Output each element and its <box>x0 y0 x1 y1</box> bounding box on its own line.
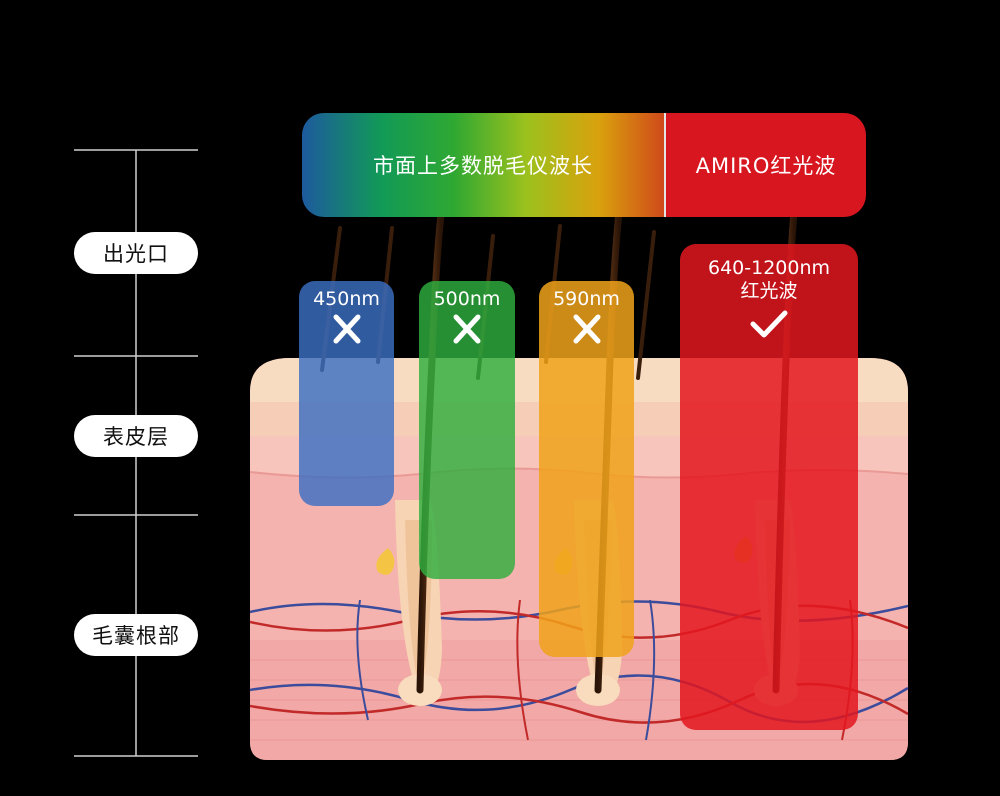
band-590nm: 590nm <box>539 281 634 657</box>
band-amiro-red-light: 640-1200nm 红光波 <box>680 244 858 730</box>
band-amiro-sublabel: 红光波 <box>740 279 798 302</box>
market-wavelength-label: 市面上多数脱毛仪波长 <box>302 113 664 217</box>
band-500nm: 500nm <box>419 281 515 579</box>
band-450nm: 450nm <box>299 281 394 506</box>
cross-icon <box>333 314 360 344</box>
band-590nm-label: 590nm <box>553 288 620 310</box>
check-icon <box>750 310 788 338</box>
cross-icon <box>573 314 600 344</box>
band-500nm-label: 500nm <box>433 288 501 310</box>
layer-label-epidermis: 表皮层 <box>74 415 198 457</box>
layer-label-outlet: 出光口 <box>74 232 198 274</box>
band-450nm-label: 450nm <box>313 288 380 310</box>
wavelength-header: 市面上多数脱毛仪波长 AMIRO红光波 <box>302 113 866 217</box>
amiro-wavelength-label: AMIRO红光波 <box>666 113 866 217</box>
cross-icon <box>453 314 481 344</box>
header-divider <box>664 113 666 217</box>
band-amiro-label: 640-1200nm <box>707 257 831 279</box>
layer-label-follicle-root: 毛囊根部 <box>74 614 198 656</box>
